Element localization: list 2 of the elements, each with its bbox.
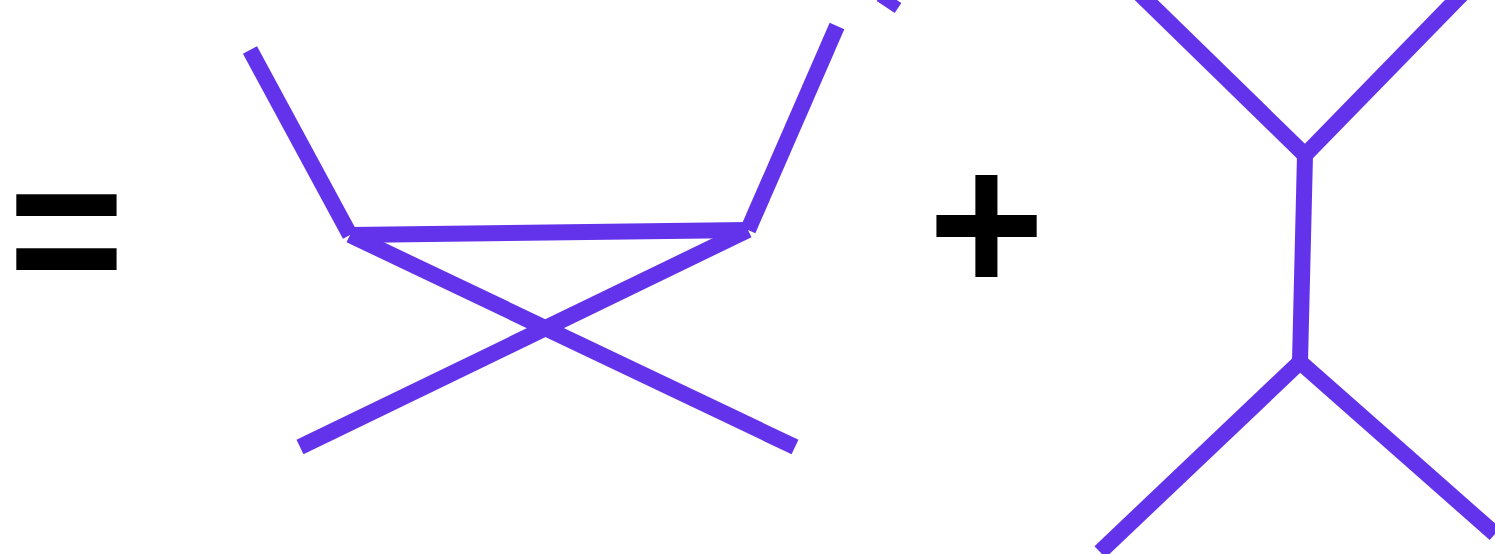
equals-sign: =: [8, 130, 125, 330]
plus-sign: +: [928, 124, 1045, 324]
